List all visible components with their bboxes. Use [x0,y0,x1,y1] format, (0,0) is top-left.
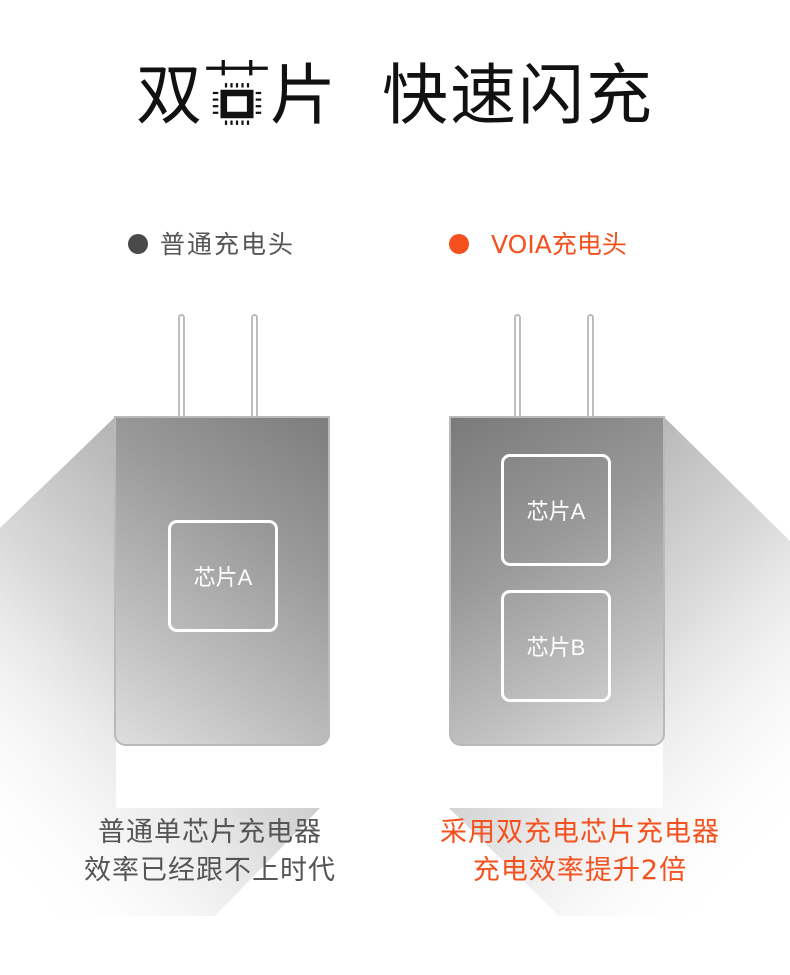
normal-charger-body: 芯片A [114,416,330,746]
bullet-dot-icon [128,234,148,254]
chip-a-box: 芯片A [501,454,611,566]
bullet-dot-icon [449,234,469,254]
title-char-shuang: 双 [136,57,204,134]
right-charger-shadow [449,416,790,916]
plug-prong [178,314,185,416]
page-title: 双 片快速闪充 [0,56,790,136]
title-char-pian: 片 [270,57,338,134]
plug-prong [251,314,258,416]
normal-charger-description: 普通单芯片充电器 效率已经跟不上时代 [84,817,336,886]
label-normal-charger: 普通充电头 [128,228,295,262]
plug-prong [587,314,594,416]
title-part2: 快速闪充 [382,57,654,134]
left-charger-shadow [0,416,320,916]
plug-prong [514,314,521,416]
voia-charger-body: 芯片A 芯片B [449,416,665,746]
chip-icon [204,60,270,126]
voia-charger-description: 采用双充电芯片充电器 充电效率提升2倍 [440,817,720,886]
chip-b-box: 芯片B [501,590,611,702]
chip-a-box: 芯片A [168,520,278,632]
label-voia-charger: VOIA充电头 [449,228,627,262]
